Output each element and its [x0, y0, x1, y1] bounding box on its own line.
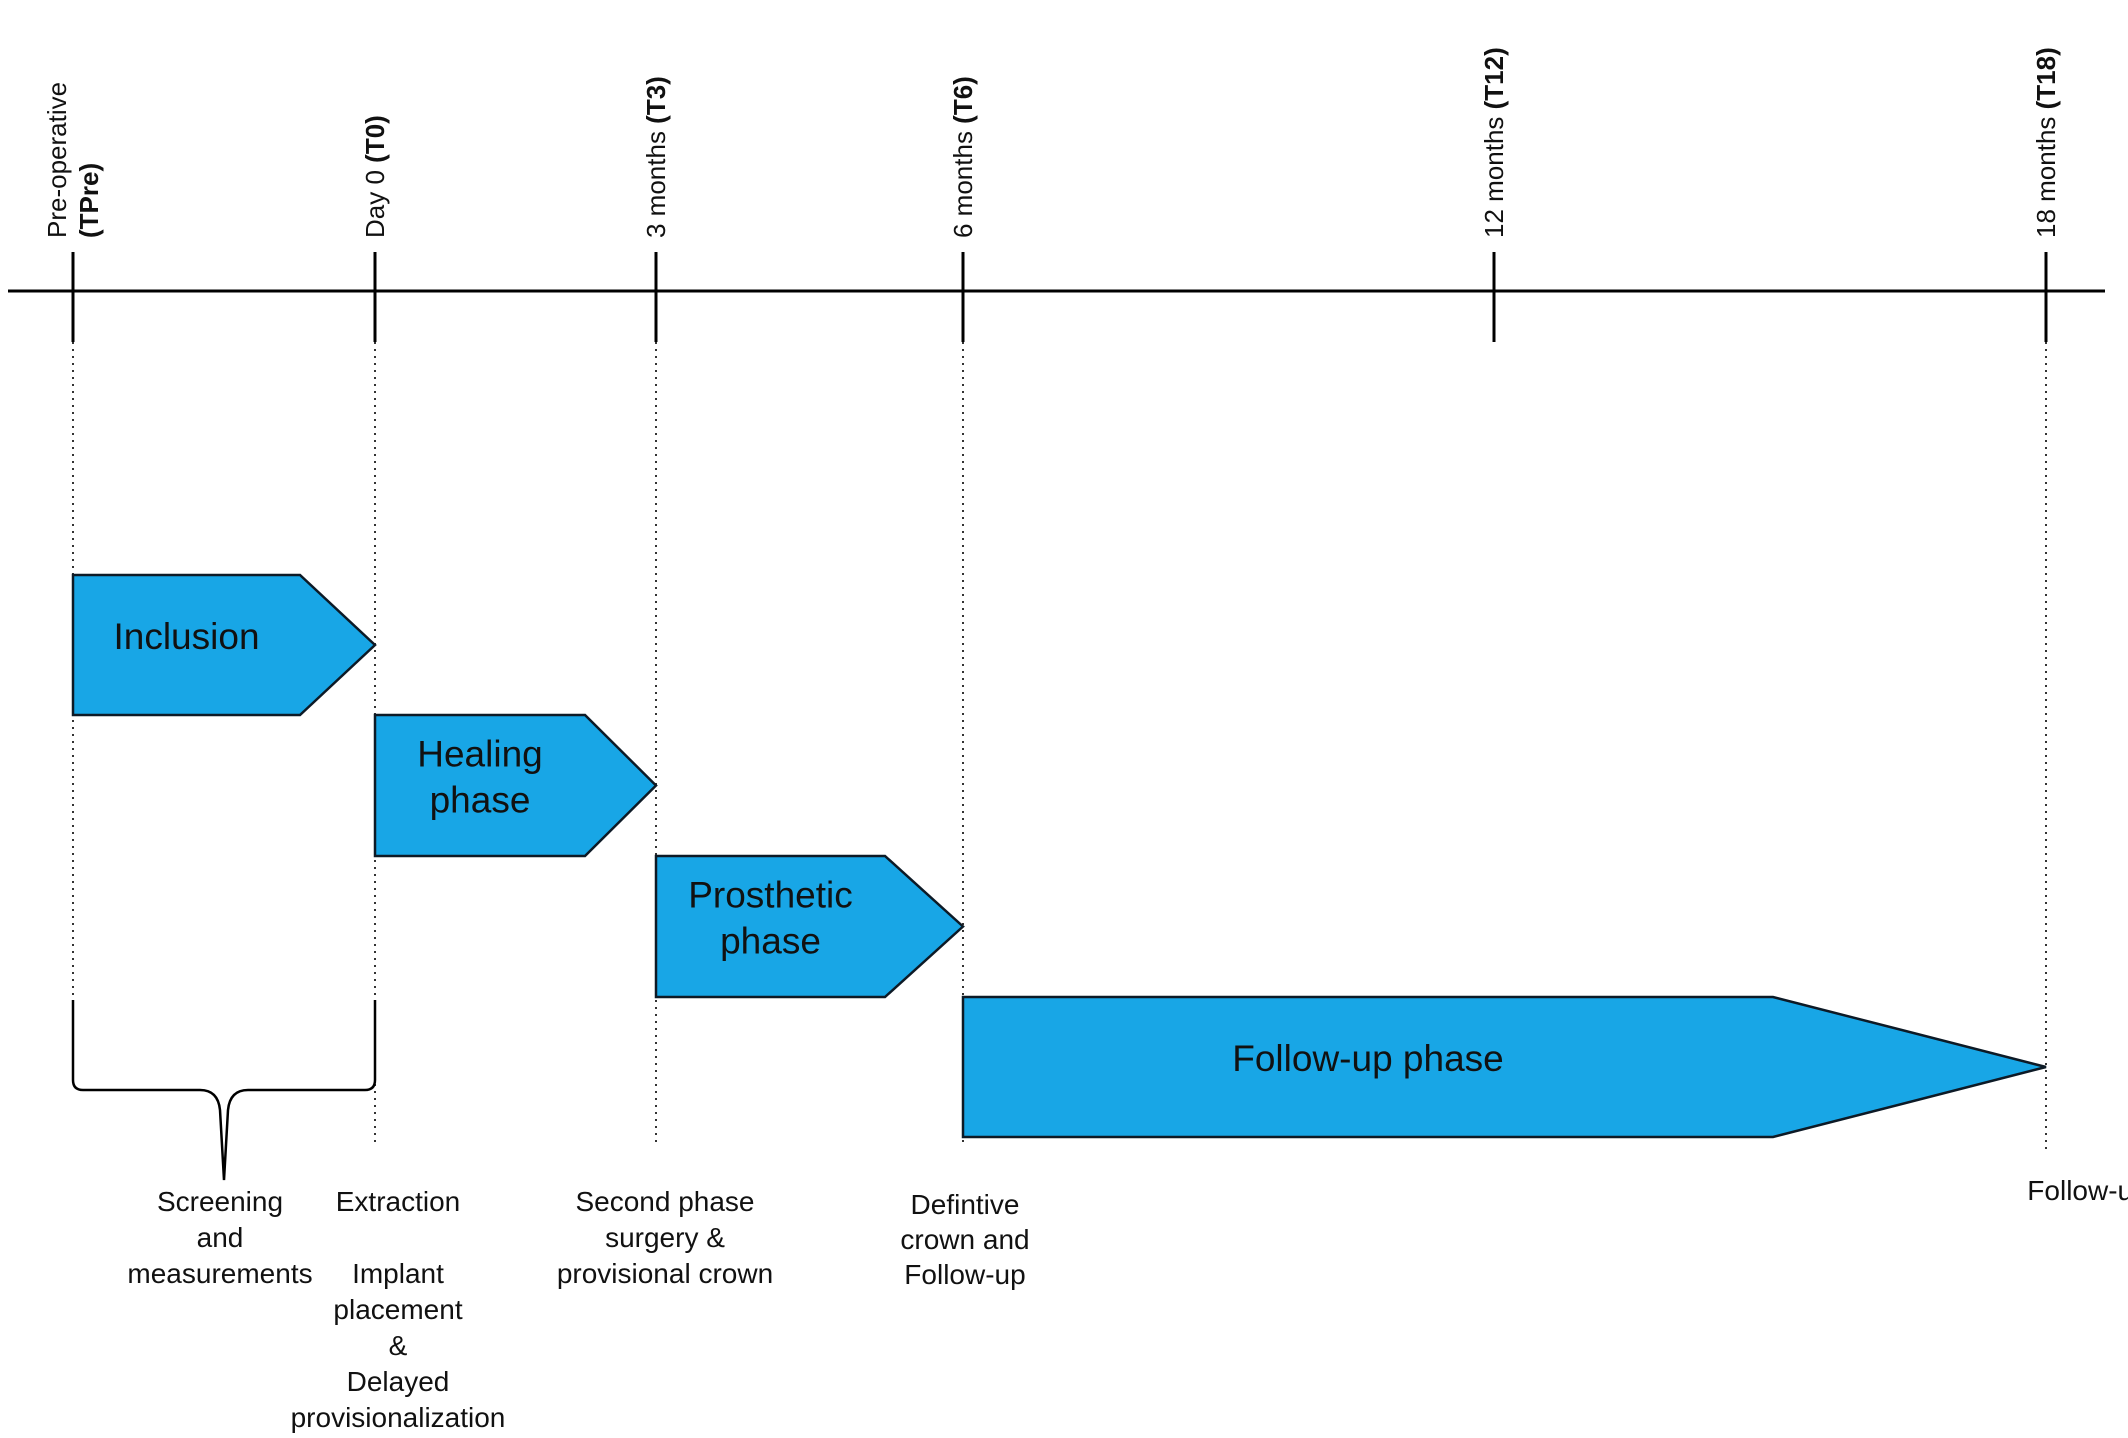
timepoint-label-line: Day 0 (T0) — [360, 115, 390, 238]
annotation-screening: measurements — [127, 1258, 312, 1289]
timepoint-label-line: 3 months (T3) — [641, 76, 671, 238]
timepoint-label-line: Pre-operative — [42, 82, 72, 238]
phase-arrow-prosthetic — [654, 854, 965, 999]
annotation-extraction: Implant — [352, 1258, 444, 1289]
timepoint-label-t3: 3 months (T3) — [641, 76, 671, 238]
timepoint-label-line: 18 months (T18) — [2031, 47, 2061, 238]
phase-label-prosthetic: phase — [720, 921, 821, 962]
annotation-second-phase: provisional crown — [557, 1258, 773, 1289]
phase-label-prosthetic: Prosthetic — [688, 875, 853, 916]
timepoint-label-t12: 12 months (T12) — [1479, 47, 1509, 238]
annotation-definitive: Defintive — [911, 1189, 1020, 1220]
annotation-extraction: & — [389, 1330, 408, 1361]
timepoint-label-t0: Day 0 (T0) — [360, 115, 390, 238]
annotation-second-phase: Second phase — [575, 1186, 754, 1217]
annotation-second-phase: surgery & — [605, 1222, 725, 1253]
timepoint-label-t6: 6 months (T6) — [948, 76, 978, 238]
timepoint-label-t18: 18 months (T18) — [2031, 47, 2061, 238]
phase-label-healing: phase — [430, 780, 531, 821]
phase-arrow-follow-up — [961, 995, 2047, 1139]
phase-arrow-inclusion — [71, 573, 377, 717]
annotation-extraction: placement — [333, 1294, 462, 1325]
timepoint-label-line: 6 months (T6) — [948, 76, 978, 238]
timepoint-label-line: (TPre) — [74, 163, 104, 238]
annotation-extraction: Delayed — [347, 1366, 450, 1397]
annotation-definitive: crown and — [900, 1224, 1029, 1255]
phase-label-follow-up: Follow-up phase — [1232, 1038, 1503, 1079]
brace-screening — [71, 1000, 377, 1181]
annotation-extraction: Extraction — [336, 1186, 461, 1217]
annotation-follow-up: Follow-up — [2027, 1175, 2128, 1206]
phase-label-healing: Healing — [417, 734, 542, 775]
annotation-definitive: Follow-up — [904, 1259, 1025, 1290]
annotation-screening: and — [197, 1222, 244, 1253]
annotation-screening: Screening — [157, 1186, 283, 1217]
timepoint-label-line: 12 months (T12) — [1479, 47, 1509, 238]
phase-label-inclusion: Inclusion — [113, 616, 259, 657]
phase-arrow-healing — [373, 713, 658, 858]
annotation-extraction: provisionalization — [291, 1402, 506, 1433]
timepoint-label-tpre: Pre-operative(TPre) — [42, 82, 104, 238]
